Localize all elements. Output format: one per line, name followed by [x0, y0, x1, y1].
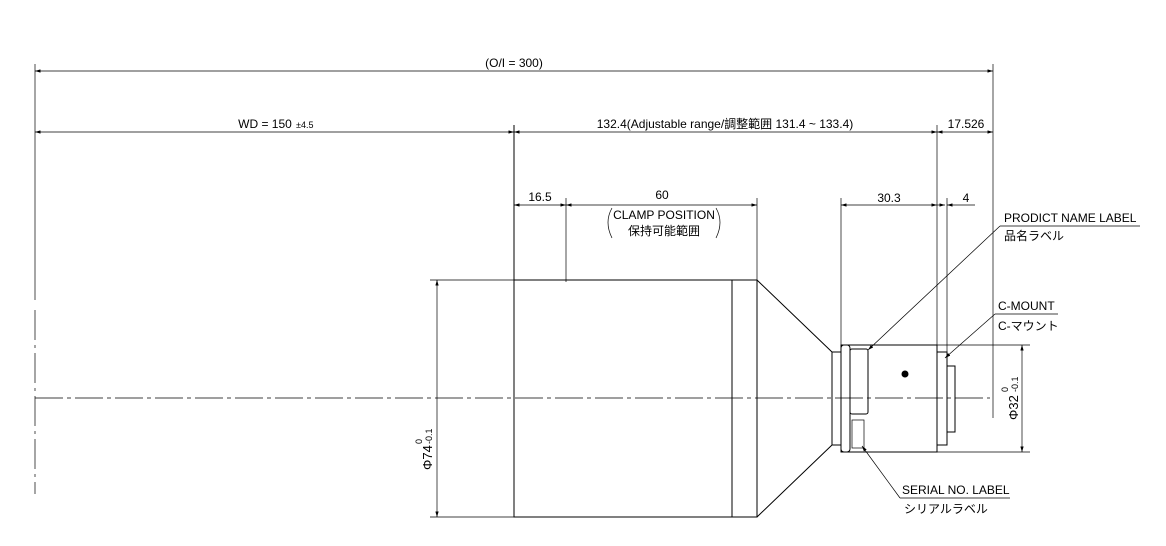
screw-hole [901, 370, 909, 378]
serial-label-callout: SERIAL NO. LABEL [902, 483, 1010, 497]
mount-depth-dimension: 4 [963, 191, 970, 205]
clamp-position-label: CLAMP POSITION [613, 208, 715, 222]
c-mount-callout: C-MOUNT [998, 299, 1055, 313]
dimension-lines [35, 69, 1024, 517]
overall-dimension: (O/I = 300) [485, 56, 543, 70]
svg-text:0: 0 [414, 439, 424, 444]
product-name-label [849, 348, 869, 415]
serial-label-callout-jp: シリアルラベル [904, 502, 988, 516]
clamp-offset-dimension: 16.5 [528, 190, 552, 204]
product-name-callout: PRODICT NAME LABEL [1004, 211, 1137, 225]
working-distance-tolerance: ±4.5 [296, 120, 313, 130]
svg-text:-0.1: -0.1 [1010, 376, 1020, 392]
large-diameter-dimension: Φ74 0 -0.1 [414, 428, 435, 470]
small-diameter-dimension: Φ32 0 -0.1 [1000, 376, 1021, 420]
rear-dimension: 17.526 [948, 117, 985, 131]
lens-body [513, 279, 956, 518]
rear-body-dimension: 30.3 [877, 191, 901, 205]
product-name-callout-jp: 品名ラベル [1004, 228, 1064, 243]
adjustable-range-dimension: 132.4(Adjustable range/調整範囲 131.4 ~ 133.… [597, 116, 854, 131]
serial-label [851, 419, 865, 449]
svg-text:Φ32: Φ32 [1006, 395, 1021, 420]
clamp-position-label-jp: 保持可能範囲 [628, 223, 700, 238]
extension-lines [34, 64, 1030, 518]
working-distance: WD = 150 [238, 117, 292, 131]
svg-text:Φ74: Φ74 [420, 445, 435, 470]
clamp-label-brackets [607, 207, 721, 239]
leader-lines [861, 225, 1140, 499]
clamp-length-dimension: 60 [655, 188, 669, 202]
svg-text:0: 0 [1000, 387, 1010, 392]
c-mount-callout-jp: C-マウント [998, 319, 1059, 333]
svg-text:-0.1: -0.1 [424, 428, 434, 444]
